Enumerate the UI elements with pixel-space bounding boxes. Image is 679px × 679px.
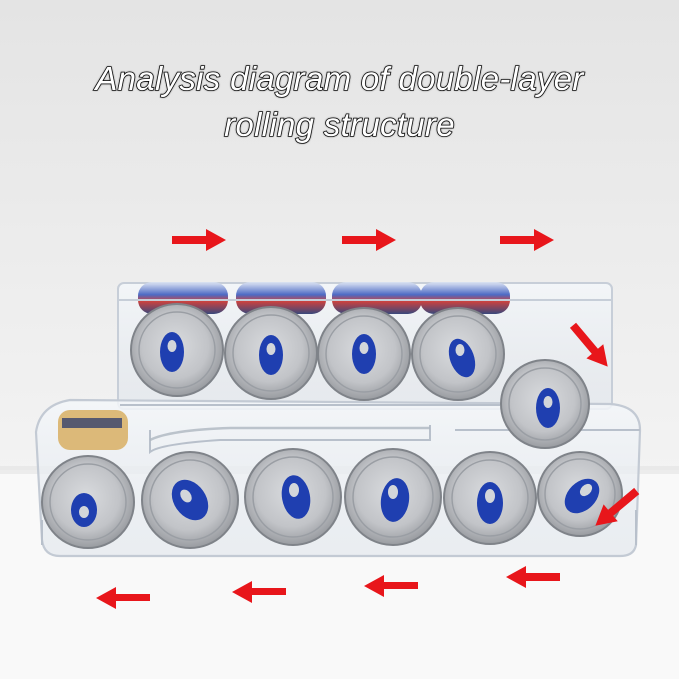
right-arrow-icon: [500, 229, 554, 251]
left-arrow-icon: [96, 587, 150, 609]
title-line-2: rolling structure: [223, 105, 455, 144]
lower-can-bodies: [58, 410, 128, 450]
right-arrow-icon: [342, 229, 396, 251]
diagram-title: Analysis diagram of double-layer rolling…: [0, 56, 679, 148]
left-arrow-icon: [232, 581, 286, 603]
can: [130, 303, 224, 397]
can: [537, 451, 623, 537]
can: [317, 307, 411, 401]
right-arrow-icon: [172, 229, 226, 251]
can: [344, 448, 442, 546]
can: [411, 307, 505, 401]
title-line-1: Analysis diagram of double-layer: [95, 59, 585, 98]
can: [224, 306, 318, 400]
can: [500, 359, 590, 449]
left-arrow-icon: [364, 575, 418, 597]
can: [41, 455, 135, 549]
flow-arrows: [96, 229, 640, 609]
left-arrow-icon: [506, 566, 560, 588]
right-arrow-icon: [569, 322, 608, 367]
upper-row-cans: [130, 303, 590, 449]
can: [244, 448, 342, 546]
right-arrow-icon: [595, 487, 640, 526]
upper-can-bodies: [138, 282, 510, 314]
can: [141, 451, 239, 549]
can: [443, 451, 537, 545]
